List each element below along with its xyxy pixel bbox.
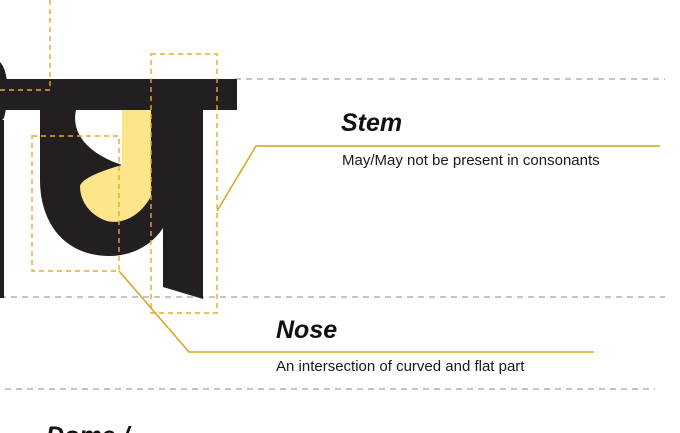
nose-guide-box [31,135,120,272]
nose-label-description: An intersection of curved and flat part [276,358,525,375]
previous-glyph-stem [0,120,4,298]
stem-label-title: Stem [341,109,403,137]
nose-highlight [80,110,151,222]
headline-bar [0,79,237,110]
stem-label-description: May/May not be present in consonants [342,152,600,169]
next-section-title: Dome / ... [46,424,157,433]
stem-shape [163,105,203,299]
nose-label-title: Nose [276,316,338,344]
nose-leader-line [118,270,594,353]
stem-leader-line [216,145,660,212]
previous-guide-box [0,0,51,91]
